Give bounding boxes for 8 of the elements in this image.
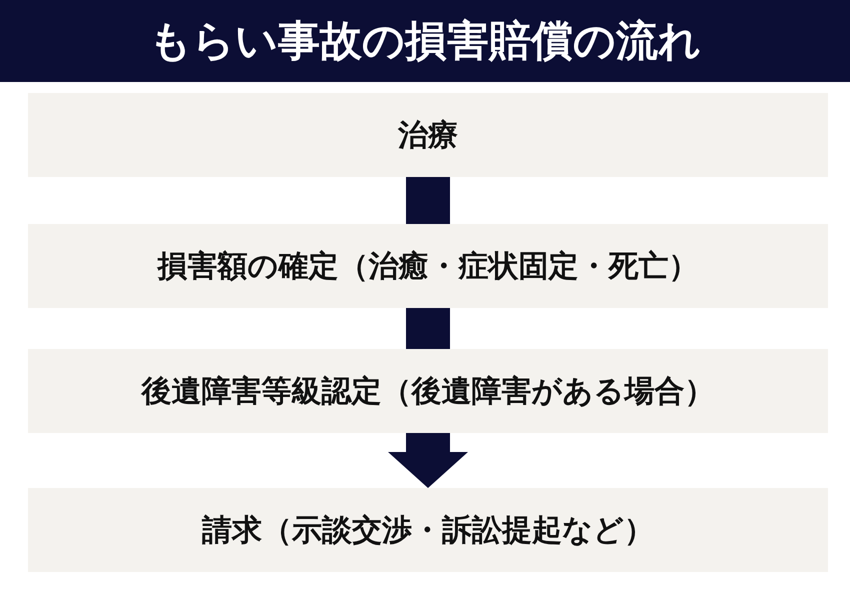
arrow xyxy=(388,433,468,488)
step-box: 損害額の確定（治癒・症状固定・死亡） xyxy=(28,224,828,308)
connector-bar xyxy=(406,308,450,349)
title-banner: もらい事故の損害賠償の流れ xyxy=(0,0,850,82)
step-box: 後遺障害等級認定（後遺障害がある場合） xyxy=(28,349,828,433)
step-box: 請求（示談交渉・訴訟提起など） xyxy=(28,488,828,572)
connector-bar xyxy=(406,177,450,224)
step-box: 治療 xyxy=(28,93,828,177)
